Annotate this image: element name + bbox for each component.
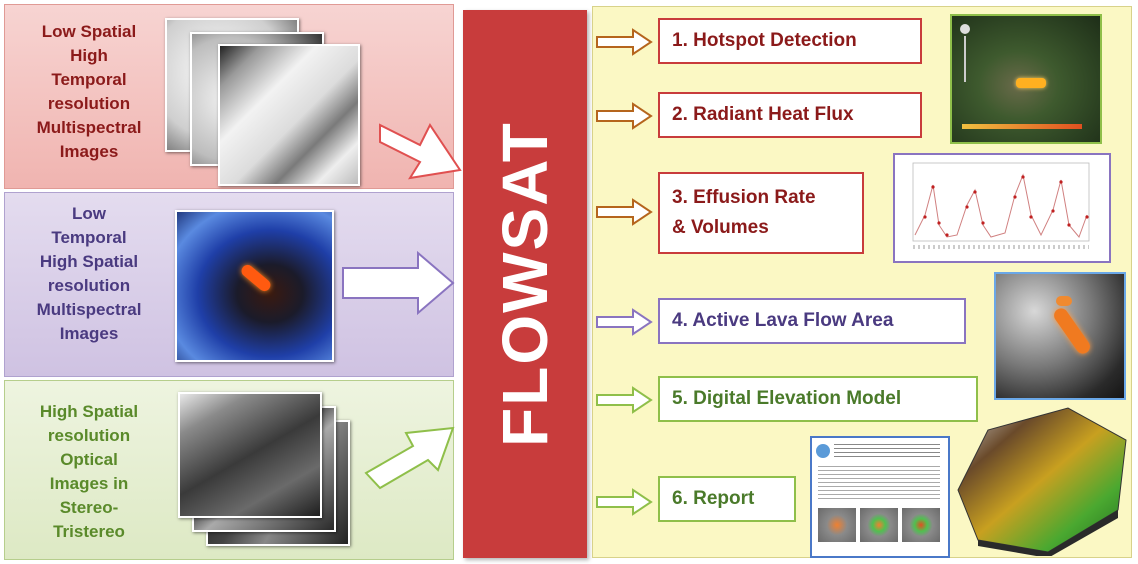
map-color-scale — [962, 124, 1082, 129]
output-active-lava-flow-area: 4. Active Lava Flow Area — [658, 298, 966, 344]
input-label-low-temporal: Low Temporal High Spatial resolution Mul… — [36, 204, 142, 343]
lava-flow-overlay-upper — [1056, 296, 1072, 306]
dem-3d-thumbnail — [957, 407, 1127, 556]
input-arrow-low-spatial — [379, 123, 462, 180]
output-arrow-1 — [596, 28, 653, 56]
input-label-high-spatial: High Spatial resolution Optical Images i… — [39, 402, 139, 541]
output-arrow-4 — [596, 308, 653, 336]
report-map-2 — [860, 508, 898, 542]
input-arrow-low-temporal — [342, 250, 455, 316]
output-hotspot-detection: 1. Hotspot Detection — [658, 18, 922, 64]
effusion-chart-plot — [912, 162, 1090, 249]
report-map-1 — [818, 508, 856, 542]
report-logo — [816, 444, 830, 458]
hotspot-marker — [1016, 78, 1046, 88]
output-arrow-6 — [596, 488, 653, 516]
lava-flow-overlay — [1051, 305, 1093, 357]
output-arrow-2 — [596, 102, 653, 130]
report-header-lines — [834, 444, 940, 460]
report-text-block — [818, 466, 940, 502]
output-radiant-heat-flux: 2. Radiant Heat Flux — [658, 92, 922, 138]
effusion-chart-thumbnail — [893, 153, 1111, 263]
multispectral-lava-image — [175, 210, 334, 362]
satellite-image-stack-front — [218, 44, 360, 186]
output-digital-elevation-model: 5. Digital Elevation Model — [658, 376, 978, 422]
output-arrow-3 — [596, 198, 653, 226]
output-effusion-rate-volumes: 3. Effusion Rate & Volumes — [658, 172, 864, 254]
flowsat-label: FLOWSAT — [489, 121, 561, 447]
input-label-low-spatial: Low Spatial High Temporal resolution Mul… — [36, 22, 142, 161]
lava-flow-marker — [239, 262, 273, 294]
report-map-3 — [902, 508, 940, 542]
output-arrow-5 — [596, 386, 653, 414]
lava-flow-area-thumbnail — [994, 272, 1126, 400]
input-arrow-high-spatial — [364, 426, 455, 490]
flowsat-processor: FLOWSAT — [463, 10, 587, 558]
map-zoom-control — [960, 24, 970, 84]
output-report: 6. Report — [658, 476, 796, 522]
report-document-thumbnail — [810, 436, 950, 558]
stereo-image-front — [178, 392, 322, 518]
hotspot-map-thumbnail — [950, 14, 1102, 144]
